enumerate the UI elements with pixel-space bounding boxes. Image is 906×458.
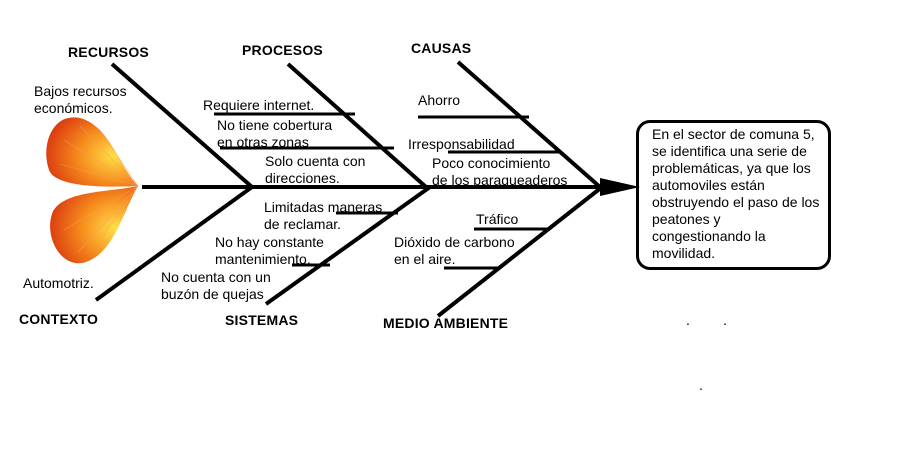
fish-tail-icon — [46, 117, 139, 264]
cause-procesos-2b: en otras zonas — [217, 134, 309, 150]
cause-procesos-3a: Solo cuenta con — [265, 153, 366, 169]
bone-medio-ambiente — [436, 185, 604, 318]
effect-text: En el sector de comuna 5, se identifica … — [652, 126, 820, 261]
cause-procesos-3b: direcciones. — [265, 170, 340, 186]
bone-causas — [456, 60, 602, 189]
bone-sistemas — [264, 185, 432, 306]
cause-procesos-2a: No tiene cobertura — [217, 117, 333, 133]
arrow-head-icon — [600, 178, 640, 196]
cause-contexto: Automotriz. — [23, 275, 94, 291]
cause-sistemas-2b: mantenimiento. — [215, 251, 311, 267]
bone-procesos — [286, 62, 428, 189]
cause-medio-2b: en el aire. — [394, 251, 456, 267]
category-procesos: PROCESOS — [242, 42, 323, 58]
cause-procesos-1: Requiere internet. — [203, 97, 315, 113]
category-contexto: CONTEXTO — [19, 311, 99, 327]
cause-sistemas-1a: Limitadas maneras — [264, 199, 383, 215]
category-recursos: RECURSOS — [68, 44, 149, 60]
category-causas: CAUSAS — [411, 40, 472, 56]
cause-causas-3a: Poco conocimiento — [432, 155, 551, 171]
cause-causas-1: Ahorro — [418, 92, 461, 108]
cause-sistemas-1b: de reclamar. — [264, 216, 342, 232]
stray-dot: . — [699, 377, 703, 393]
category-medio-ambiente: MEDIO AMBIENTE — [383, 315, 509, 331]
cause-causas-3b: de los paraqueaderos — [432, 172, 568, 188]
cause-recursos-line2: económicos. — [34, 100, 113, 116]
cause-sistemas-2a: No hay constante — [215, 234, 324, 250]
effect-box: En el sector de comuna 5, se identifica … — [636, 120, 831, 270]
cause-medio-2a: Dióxido de carbono — [394, 234, 515, 250]
cause-medio-1: Tráfico — [476, 211, 519, 227]
bone-contexto — [94, 185, 254, 302]
category-sistemas: SISTEMAS — [225, 312, 299, 328]
cause-sistemas-3a: No cuenta con un — [161, 269, 271, 285]
cause-sistemas-3b: buzón de quejas — [161, 286, 264, 302]
bone-recursos — [110, 62, 254, 189]
stray-dot: . — [686, 312, 690, 328]
stray-dot: . — [723, 312, 727, 328]
cause-causas-2: Irresponsabilidad — [408, 136, 515, 152]
cause-recursos-line1: Bajos recursos — [34, 83, 127, 99]
